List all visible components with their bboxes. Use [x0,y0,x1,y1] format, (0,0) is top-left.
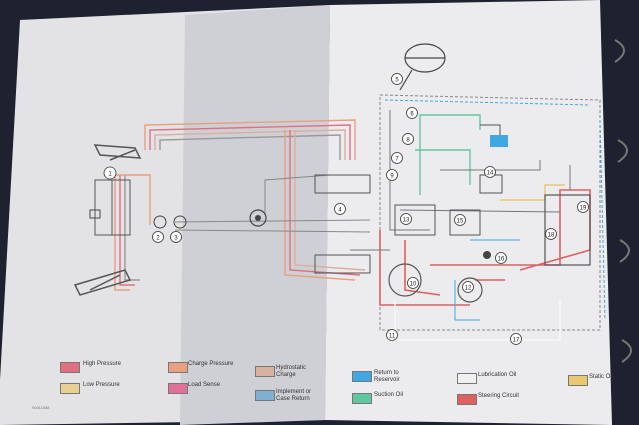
valve-left [89,209,187,229]
loader-arm-upper [93,144,142,161]
swivel-joint [249,209,267,227]
legend-label-steering: Steering Circuit [478,393,520,399]
callout-8: 8 [402,133,414,145]
callout-18: 18 [545,228,557,240]
dashed-boundary [379,94,606,331]
pump-assembly [388,174,591,303]
legend-swatch-charge [168,362,188,373]
callout-9: 9 [386,169,398,181]
svg-text:11: 11 [389,334,396,340]
legend-label-implement: Implement or Case Return [276,389,312,402]
svg-text:3: 3 [174,236,178,242]
legend-swatch-steering [457,394,477,405]
loader-arm-lower [73,269,132,296]
svg-text:10: 10 [410,282,417,288]
svg-text:17: 17 [513,338,520,344]
callout-14: 14 [484,166,496,178]
legend-swatch-return [352,371,372,382]
legend-label-return: Return to Reservoir [374,370,400,383]
static-oil-lines [500,184,565,201]
callout-12: 12 [462,281,474,293]
callout-4: 4 [334,203,346,215]
legend-swatch-static [568,375,588,386]
svg-text:5: 5 [395,78,399,84]
left-cylinder-lines [114,174,151,291]
svg-text:12: 12 [465,286,472,292]
steering-circuit-lines [379,189,591,306]
callout-2: 2 [152,231,164,243]
callout-15: 15 [454,214,466,226]
svg-text:13: 13 [403,218,410,224]
legend-swatch-load [168,383,188,394]
svg-text:8: 8 [406,138,410,144]
legend-swatch-implement [255,390,275,401]
svg-text:4: 4 [338,208,342,214]
front-cylinder [314,174,371,274]
legend-label-static: Static Oil [589,374,614,380]
tank-reservoir [480,124,508,147]
svg-text:15: 15 [457,219,464,225]
legend-label-low: Low Pressure [83,382,120,388]
svg-text:1: 1 [108,172,112,178]
return-lines [454,239,520,321]
callout-19: 19 [577,201,589,213]
callout-17: 17 [510,333,522,345]
legend-swatch-lube [457,373,477,384]
callout-5: 5 [391,73,403,85]
legend-swatch-high [60,362,80,373]
svg-text:7: 7 [395,157,399,163]
svg-text:14: 14 [487,171,494,177]
callout-10: 10 [407,277,419,289]
callout-16: 16 [495,252,507,264]
legend-label-lube: Lubrication Oil [478,372,517,378]
line-bundle-upper [144,119,356,160]
legend-label-hydrostatic: Hydrostatic Charge [276,365,307,378]
callout-6: 6 [406,107,418,119]
callout-3: 3 [170,231,182,243]
page-fold-shadow [180,5,330,425]
svg-text:19: 19 [580,206,587,212]
legend-label-suction: Suction Oil [374,392,404,398]
legend-label-load: Load Sense [188,382,221,388]
legend-label-high: High Pressure [83,361,122,367]
svg-text:18: 18 [548,233,555,239]
legend-swatch-suction [352,393,372,404]
svg-text:16: 16 [498,257,505,263]
right-page [325,0,612,425]
steering-wheel [399,43,446,91]
legend-label-charge: Charge Pressure [188,361,234,367]
svg-text:6: 6 [410,112,414,118]
callout-13: 13 [400,213,412,225]
legend-swatch-hydrostatic [255,366,275,377]
callout-1: 1 [103,166,117,180]
binder-rings [614,39,632,363]
middle-feed-lines [174,174,371,233]
legend-swatch-low [60,383,80,394]
callout-11: 11 [386,329,398,341]
cylinder-left [94,179,131,236]
svg-text:9: 9 [390,174,394,180]
svg-text:2: 2 [156,236,160,242]
document-id: 90011088 [32,405,50,410]
suction-lines [415,114,481,195]
callout-7: 7 [391,152,403,164]
